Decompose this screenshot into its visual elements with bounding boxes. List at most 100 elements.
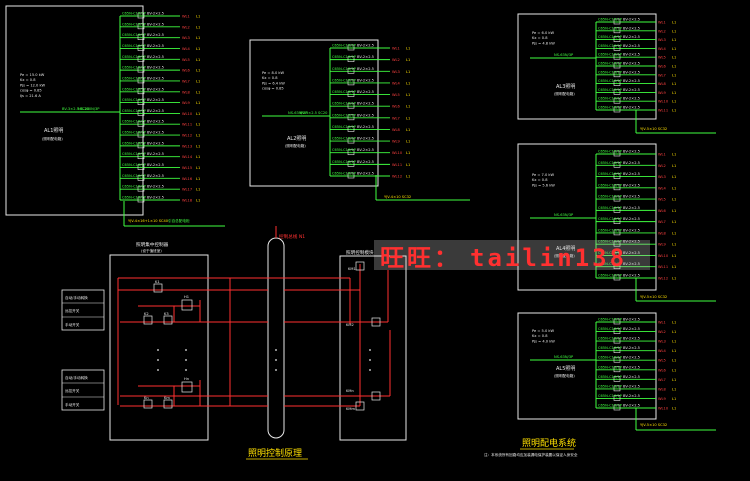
phase-tag: L1 xyxy=(672,387,676,391)
panel-sub: (照明配电箱) xyxy=(42,136,63,141)
breaker-label: C65N-C16/1P xyxy=(122,163,147,167)
main-switch: NS-63N/3P xyxy=(554,53,574,57)
wire-label: BV-2×2.5 xyxy=(357,102,374,106)
module-label: KM1 xyxy=(348,267,356,271)
breaker-label: C65N-C16/1P xyxy=(598,274,623,278)
breaker-icon xyxy=(613,347,621,353)
wire-label: BV-2×2.5 xyxy=(623,251,640,255)
wire-label: BV-2×2.5 xyxy=(623,240,640,244)
wire-label: BV-2×2.5 xyxy=(147,22,164,26)
phase-tag: L1 xyxy=(672,47,676,51)
wire-label: BV-2×2.5 xyxy=(147,44,164,48)
breaker-icon xyxy=(347,126,355,132)
breaker-label: C65N-C16/1P xyxy=(332,172,357,176)
breaker-label: C65N-C16/1P xyxy=(122,98,147,102)
controller-left-title: 照明集中控制器 xyxy=(136,241,169,248)
circuit-id: WL2 xyxy=(658,29,666,33)
watermark-latin: tailin138 xyxy=(470,244,627,272)
breaker-label: C65N-C16/1P xyxy=(122,185,147,189)
panel-name: AL4照明 xyxy=(556,246,575,252)
watermark-chinese: 旺旺： xyxy=(380,244,461,272)
breaker-icon xyxy=(347,114,355,121)
breaker-label: C65N-C16/1P xyxy=(598,375,623,379)
breaker-icon xyxy=(613,27,621,34)
module-kmn: KMn xyxy=(346,389,381,401)
phase-tag: L1 xyxy=(672,109,676,113)
circuit-id: WL2 xyxy=(392,58,400,62)
breaker-icon xyxy=(613,328,621,334)
circuit-id: WL2 xyxy=(658,164,666,168)
phase-tag: L1 xyxy=(196,188,200,192)
circuit-id: WL6 xyxy=(658,368,667,372)
relay-label: Hn xyxy=(184,377,189,381)
circuit-id: WL3 xyxy=(658,340,666,344)
breaker-icon xyxy=(137,66,145,73)
param-line: Kx = 0.8 xyxy=(532,178,548,182)
wire-label: BV-2×2.5 xyxy=(147,66,164,70)
breaker-label: C65N-C16/1P xyxy=(332,148,357,152)
circuit-id: WL4 xyxy=(182,47,191,51)
breaker-label: C65N-C16/1P xyxy=(598,79,623,83)
phase-tag: L1 xyxy=(406,175,410,179)
breaker-label: C65N-C16/1P xyxy=(332,55,357,59)
breaker-icon xyxy=(613,97,621,104)
breaker-label: C65N-C16/1P xyxy=(598,62,623,66)
breaker-label: C65N-C16/1P xyxy=(598,26,623,30)
breaker-icon xyxy=(613,229,621,236)
circuit-id: WL10 xyxy=(392,151,403,155)
wire-label: BV-2×2.5 xyxy=(623,18,640,22)
breaker-label: C65N-C16/1P xyxy=(598,318,623,322)
phase-tag: L1 xyxy=(672,186,676,190)
watermark-backdrop xyxy=(374,240,650,270)
circuit-id: WL8 xyxy=(658,231,667,235)
wire-label: BV-2×2.5 xyxy=(147,185,164,189)
param-line: Pe = 8.0 kW xyxy=(262,71,284,75)
phase-tag: L1 xyxy=(672,209,676,213)
circuit-id: WL17 xyxy=(182,188,192,192)
panel-label-right2: AL4照明 (照明配电箱) xyxy=(554,246,575,258)
relay-k2: K2 xyxy=(143,312,153,325)
breaker-label: C65N-C16/1P xyxy=(598,251,623,255)
circuit-id: WL9 xyxy=(658,243,667,247)
wire-label: BV-2×2.5 xyxy=(357,160,374,164)
incoming-right3: YJV-5×10 SC32 xyxy=(640,423,667,427)
circuit-id: WL4 xyxy=(658,349,667,353)
controller-box-right xyxy=(339,255,407,441)
wire-label: BV-2×2.5 xyxy=(357,148,374,152)
phase-tag: L1 xyxy=(672,359,676,363)
panel-sub: (照明配电箱) xyxy=(554,373,575,378)
breaker-label: C65N-C16/1P xyxy=(598,150,623,154)
breaker-label: C65N-C16/1P xyxy=(598,228,623,232)
circuit-id: WL9 xyxy=(182,101,191,105)
phase-tag: L1 xyxy=(672,349,676,353)
circuit-id: WL3 xyxy=(658,38,666,42)
circuit-id: WL1 xyxy=(658,21,666,25)
panel-name: AL1照明 xyxy=(44,128,63,134)
breaker-label: C65N-C16/1P xyxy=(122,141,147,145)
breaker-icon xyxy=(347,102,355,109)
circuit-id: WL6 xyxy=(658,209,667,213)
relay-h1: H1 xyxy=(181,295,193,311)
circuit-id: WL6 xyxy=(658,65,667,69)
breaker-icon xyxy=(347,79,355,86)
breaker-label: C65N-C16/1P xyxy=(332,137,357,141)
circuit-id: WL4 xyxy=(392,81,401,85)
param-line: cosφ = 0.85 xyxy=(262,87,284,91)
